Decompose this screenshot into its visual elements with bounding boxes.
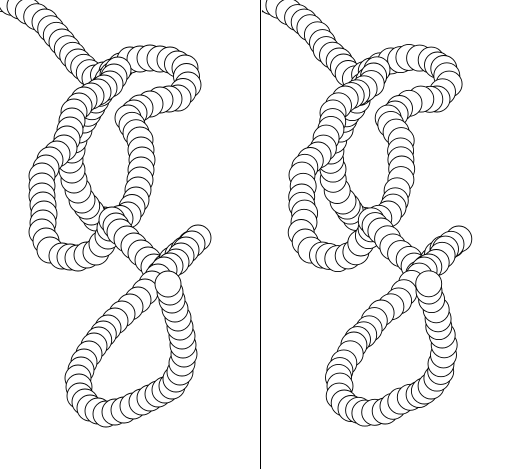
right-rope-panel — [262, 0, 515, 469]
bead — [415, 270, 443, 298]
left-rope-panel — [0, 0, 212, 428]
left-bead-rope-drawing — [0, 0, 212, 428]
panel-divider — [260, 0, 261, 469]
right-bead-rope-drawing — [262, 0, 473, 427]
bead — [154, 270, 182, 298]
